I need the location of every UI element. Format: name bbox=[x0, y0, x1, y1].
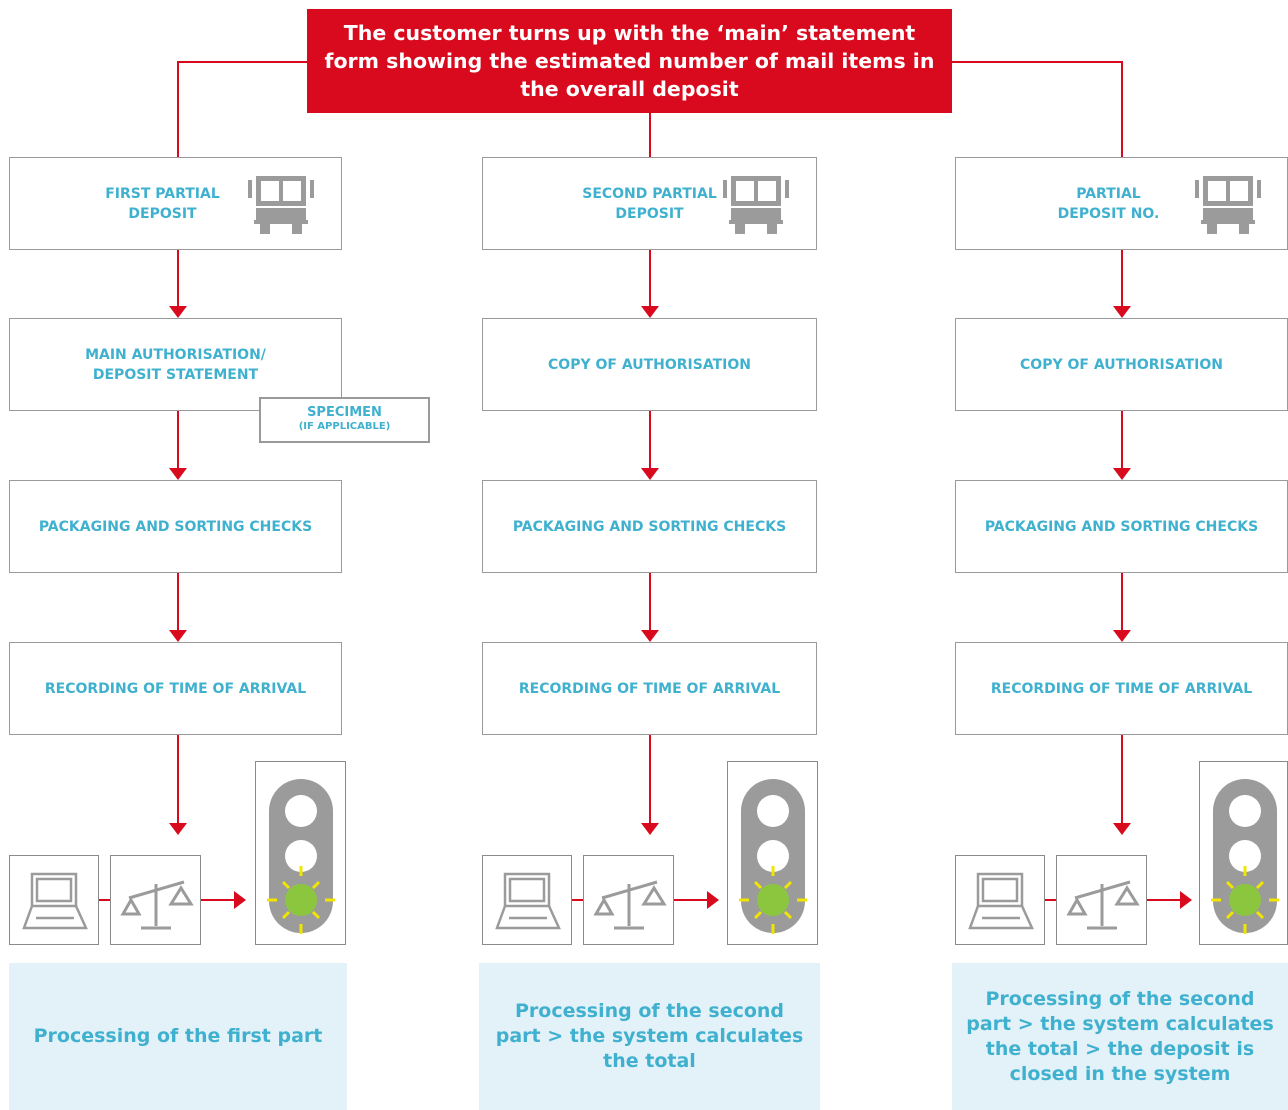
arrow-head bbox=[707, 891, 719, 909]
scale-icon bbox=[110, 855, 201, 945]
copy-authorisation-box: COPY OF AUTHORISATION bbox=[955, 318, 1288, 411]
recording-label: RECORDING OF TIME OF ARRIVAL bbox=[518, 680, 781, 697]
arrow-head bbox=[1113, 823, 1131, 835]
arrow-head bbox=[641, 468, 659, 480]
authorisation-label: MAIN AUTHORISATION/ DEPOSIT STATEMENT bbox=[85, 346, 266, 383]
deposit-label: SECOND PARTIAL DEPOSIT bbox=[582, 185, 717, 222]
packaging-checks-box: PACKAGING AND SORTING CHECKS bbox=[482, 480, 817, 573]
truck-icon bbox=[248, 176, 314, 234]
deposit-label: FIRST PARTIAL DEPOSIT bbox=[105, 185, 220, 222]
arrow-head bbox=[169, 306, 187, 318]
caption-text: Processing of the second part > the syst… bbox=[966, 987, 1274, 1085]
time-recording-box: RECORDING OF TIME OF ARRIVAL bbox=[955, 642, 1288, 735]
arrow-head bbox=[1180, 891, 1192, 909]
specimen-note: (IF APPLICABLE) bbox=[298, 421, 391, 432]
recording-label: RECORDING OF TIME OF ARRIVAL bbox=[44, 680, 307, 697]
caption-text: Processing of the first part bbox=[33, 1025, 323, 1047]
arrow-head bbox=[641, 306, 659, 318]
recording-label: RECORDING OF TIME OF ARRIVAL bbox=[990, 680, 1253, 697]
specimen-title: SPECIMEN bbox=[307, 405, 382, 420]
packaging-checks-box: PACKAGING AND SORTING CHECKS bbox=[9, 480, 342, 573]
computer-icon bbox=[955, 855, 1045, 945]
truck-icon bbox=[723, 176, 789, 234]
banner-text: The customer turns up with the ‘main’ st… bbox=[324, 21, 935, 101]
time-recording-box: RECORDING OF TIME OF ARRIVAL bbox=[482, 642, 817, 735]
arrow-head bbox=[641, 823, 659, 835]
copy-authorisation-box: COPY OF AUTHORISATION bbox=[482, 318, 817, 411]
arrow-head bbox=[1113, 630, 1131, 642]
arrow-head bbox=[169, 630, 187, 642]
processing-caption: Processing of the second part > the syst… bbox=[952, 963, 1288, 1110]
arrow-head bbox=[169, 823, 187, 835]
arrow-head bbox=[1113, 468, 1131, 480]
checks-label: PACKAGING AND SORTING CHECKS bbox=[512, 518, 787, 535]
checks-label: PACKAGING AND SORTING CHECKS bbox=[38, 518, 313, 535]
arrow-head bbox=[169, 468, 187, 480]
processing-caption: Processing of the second part > the syst… bbox=[479, 963, 820, 1110]
computer-icon bbox=[482, 855, 572, 945]
customer-statement-banner: The customer turns up with the ‘main’ st… bbox=[307, 9, 952, 113]
caption-text: Processing of the second part > the syst… bbox=[495, 1000, 804, 1072]
arrow-head bbox=[234, 891, 246, 909]
deposit-label: PARTIAL DEPOSIT NO. bbox=[1057, 185, 1160, 222]
authorisation-label: COPY OF AUTHORISATION bbox=[548, 356, 751, 373]
traffic-light-icon bbox=[727, 761, 818, 945]
authorisation-label: COPY OF AUTHORISATION bbox=[1020, 356, 1223, 373]
specimen-box: SPECIMEN (IF APPLICABLE) bbox=[259, 397, 430, 443]
scale-icon bbox=[583, 855, 674, 945]
packaging-checks-box: PACKAGING AND SORTING CHECKS bbox=[955, 480, 1288, 573]
checks-label: PACKAGING AND SORTING CHECKS bbox=[984, 518, 1259, 535]
arrow-head bbox=[641, 630, 659, 642]
truck-icon bbox=[1195, 176, 1261, 234]
traffic-light-icon bbox=[1199, 761, 1288, 945]
scale-icon bbox=[1056, 855, 1147, 945]
main-authorisation-box: MAIN AUTHORISATION/ DEPOSIT STATEMENT bbox=[9, 318, 342, 411]
time-recording-box: RECORDING OF TIME OF ARRIVAL bbox=[9, 642, 342, 735]
processing-caption: Processing of the first part bbox=[9, 963, 347, 1110]
arrow-head bbox=[1113, 306, 1131, 318]
computer-icon bbox=[9, 855, 99, 945]
traffic-light-icon bbox=[255, 761, 346, 945]
